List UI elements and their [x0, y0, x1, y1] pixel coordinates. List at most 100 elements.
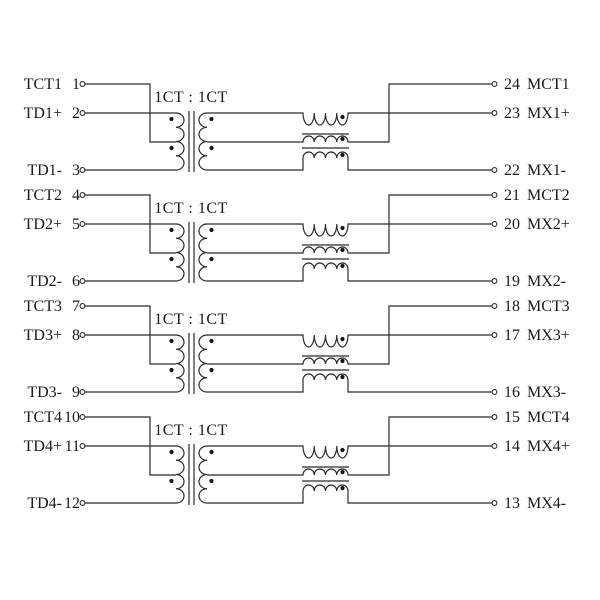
- pin-terminal: [491, 303, 498, 309]
- pin-name: TCT2: [24, 187, 62, 204]
- pin-terminal: [79, 500, 86, 506]
- pin-number: 11: [65, 438, 80, 455]
- choke-core: [302, 133, 349, 149]
- pin-number: 17: [504, 327, 520, 344]
- pin-number: 7: [72, 298, 80, 315]
- pin-terminal: [79, 443, 86, 449]
- pin-number: 1: [72, 76, 80, 93]
- pin-terminal: [79, 167, 86, 173]
- pin-terminal: [491, 332, 498, 338]
- polarity-dot: [169, 478, 174, 484]
- choke-core: [302, 244, 349, 260]
- polarity-dot: [340, 447, 345, 453]
- primary-coil: [175, 112, 185, 171]
- pin-terminal: [491, 500, 498, 506]
- pin-terminal: [79, 81, 86, 87]
- polarity-dot: [209, 367, 214, 373]
- pin-name: TD3-: [27, 384, 62, 401]
- pin-name: TCT3: [24, 298, 62, 315]
- transformer-core: [188, 222, 195, 283]
- pin-name: MX3+: [527, 327, 570, 344]
- polarity-dot: [169, 145, 174, 151]
- pin-name: MX2+: [527, 216, 570, 233]
- pin-number: 9: [72, 384, 80, 401]
- choke-core: [302, 355, 349, 371]
- mx-minus-rail: [207, 151, 492, 171]
- pin-name: TD1-: [27, 162, 62, 179]
- secondary-coil: [198, 112, 208, 171]
- pin-name: MX3-: [527, 384, 566, 401]
- pin-terminal: [491, 389, 498, 395]
- pin-terminal: [79, 303, 86, 309]
- pin-number: 21: [504, 187, 520, 204]
- pin-number: 18: [504, 298, 520, 315]
- polarity-dot: [169, 338, 174, 344]
- pin-name: TD4+: [24, 438, 62, 455]
- primary-coil: [175, 334, 185, 393]
- polarity-dot: [340, 225, 345, 231]
- center-tap-rail: [207, 194, 492, 254]
- pin-terminal: [491, 443, 498, 449]
- pin-terminal: [79, 110, 86, 116]
- pin-name: TD3+: [24, 327, 62, 344]
- secondary-coil: [198, 445, 208, 504]
- polarity-dot: [209, 256, 214, 262]
- pin-number: 20: [504, 216, 520, 233]
- pin-terminal: [79, 278, 86, 284]
- pin-terminal: [79, 221, 86, 227]
- mx-minus-rail: [207, 373, 492, 393]
- pin-terminal: [491, 110, 498, 116]
- mx-minus-rail: [207, 484, 492, 504]
- polarity-dot: [209, 478, 214, 484]
- pin-number: 10: [64, 409, 80, 426]
- pin-name: TD4-: [27, 495, 62, 512]
- pin-terminal: [491, 278, 498, 284]
- pin-terminal: [79, 389, 86, 395]
- turns-ratio-label: 1CT : 1CT: [154, 311, 228, 328]
- pin-number: 23: [504, 105, 520, 122]
- mx-minus-rail: [207, 262, 492, 282]
- pin-name: TD2-: [27, 273, 62, 290]
- pin-number: 22: [504, 162, 520, 179]
- pin-number: 4: [72, 187, 80, 204]
- pin-terminal: [491, 414, 498, 420]
- pin-name: MX1+: [527, 105, 570, 122]
- pin-number: 6: [72, 273, 80, 290]
- polarity-dot: [340, 114, 345, 120]
- polarity-dot: [340, 485, 345, 491]
- pin-number: 12: [64, 495, 80, 512]
- pin-name: MX1-: [527, 162, 566, 179]
- pin-name: TCT1: [24, 76, 62, 93]
- pin-name: MCT3: [527, 298, 570, 315]
- polarity-dot: [340, 247, 345, 253]
- pin-number: 8: [72, 327, 80, 344]
- primary-coil: [175, 445, 185, 504]
- polarity-dot: [340, 263, 345, 269]
- polarity-dot: [340, 136, 345, 142]
- pin-number: 5: [72, 216, 80, 233]
- polarity-dot: [169, 367, 174, 373]
- pin-name: TD1+: [24, 105, 62, 122]
- center-tap-rail: [207, 305, 492, 365]
- pin-terminal: [491, 192, 498, 198]
- pin-number: 24: [504, 76, 520, 93]
- polarity-dot: [169, 256, 174, 262]
- pin-number: 3: [72, 162, 80, 179]
- pin-name: MX4-: [527, 495, 566, 512]
- pin-number: 15: [504, 409, 520, 426]
- polarity-dot: [169, 227, 174, 233]
- transformer-core: [188, 111, 195, 172]
- choke-core: [302, 466, 349, 482]
- polarity-dot: [340, 152, 345, 158]
- pin-terminal: [491, 81, 498, 87]
- pin-terminal: [491, 221, 498, 227]
- pin-name: MCT2: [527, 187, 570, 204]
- mx-plus-rail: [207, 223, 492, 237]
- transformer-core: [188, 444, 195, 505]
- turns-ratio-label: 1CT : 1CT: [154, 200, 228, 217]
- polarity-dot: [340, 358, 345, 364]
